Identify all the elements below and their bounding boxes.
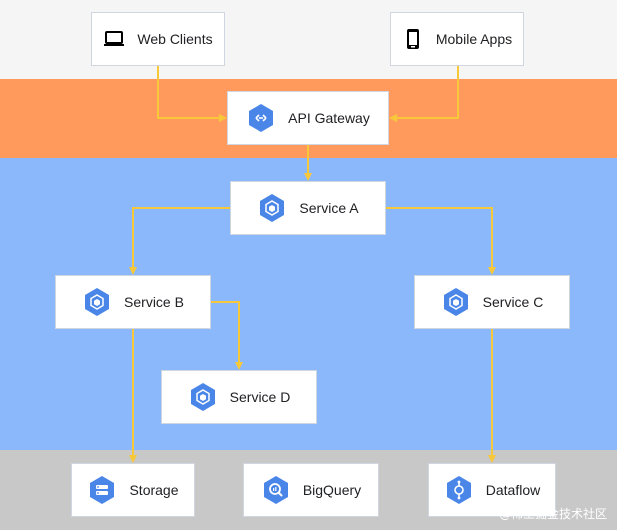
storage-label: Storage [129,482,179,498]
storage-icon [87,475,117,505]
smartphone-icon [402,28,424,50]
mobile-apps-label: Mobile Apps [435,31,513,47]
service-c-label: Service C [482,294,544,310]
service-c-node[interactable]: Service C [414,275,570,329]
storage-node[interactable]: Storage [71,463,195,517]
watermark: @稀土掘金技术社区 [498,507,607,521]
dataflow-icon [444,475,474,505]
web-clients-label: Web Clients [137,31,213,47]
bigquery-node[interactable]: BigQuery [243,463,379,517]
service-a-node[interactable]: Service A [230,181,386,235]
bigquery-icon [261,475,291,505]
service-b-label: Service B [124,294,184,310]
service-a-label: Service A [299,200,359,216]
web-clients-node[interactable]: Web Clients [91,12,225,66]
service-d-node[interactable]: Service D [161,370,317,424]
api-gateway-label: API Gateway [288,110,370,126]
service-hex-icon [82,287,112,317]
mobile-apps-node[interactable]: Mobile Apps [390,12,524,66]
dataflow-node[interactable]: Dataflow [428,463,556,517]
service-hex-icon [257,193,287,223]
laptop-icon [103,28,125,50]
service-d-label: Service D [229,389,291,405]
service-b-node[interactable]: Service B [55,275,211,329]
bigquery-label: BigQuery [302,482,362,498]
api-gateway-icon [246,103,276,133]
service-hex-icon [188,382,218,412]
api-gateway-node[interactable]: API Gateway [227,91,389,145]
service-hex-icon [441,287,471,317]
dataflow-label: Dataflow [485,482,541,498]
